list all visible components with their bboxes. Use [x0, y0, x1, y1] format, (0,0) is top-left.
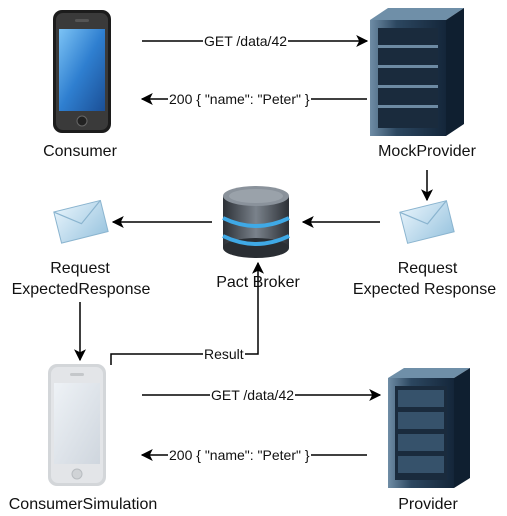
right-envelope-label-line1: Request [397, 260, 458, 277]
mock-provider-server-icon [370, 8, 464, 136]
left-envelope-icon [53, 199, 109, 244]
mock-provider-label: MockProvider [378, 143, 476, 160]
bottom-response-edge-label: 200 { "name": "Peter" } [168, 447, 311, 463]
provider-label: Provider [398, 496, 458, 513]
pact-broker-label: Pact Broker [216, 274, 300, 291]
consumer-simulation-phone-icon [48, 364, 106, 486]
provider-server-icon [388, 368, 470, 488]
top-response-edge-label: 200 { "name": "Peter" } [168, 91, 311, 107]
left-envelope-label-line1: Request [50, 260, 110, 277]
consumer-label: Consumer [43, 143, 117, 160]
result-edge-label: Result [203, 346, 245, 362]
consumer-phone-icon [53, 10, 111, 133]
consumer-simulation-label: ConsumerSimulation [8, 496, 158, 513]
bottom-request-edge-label: GET /data/42 [210, 387, 296, 403]
top-request-edge-label: GET /data/42 [203, 33, 289, 49]
right-envelope-label-line2: Expected Response [352, 281, 497, 298]
pact-broker-database-icon [222, 186, 290, 258]
left-envelope-label-line2: ExpectedResponse [11, 281, 151, 298]
right-envelope-icon [399, 200, 455, 244]
edge-result [110, 261, 264, 365]
